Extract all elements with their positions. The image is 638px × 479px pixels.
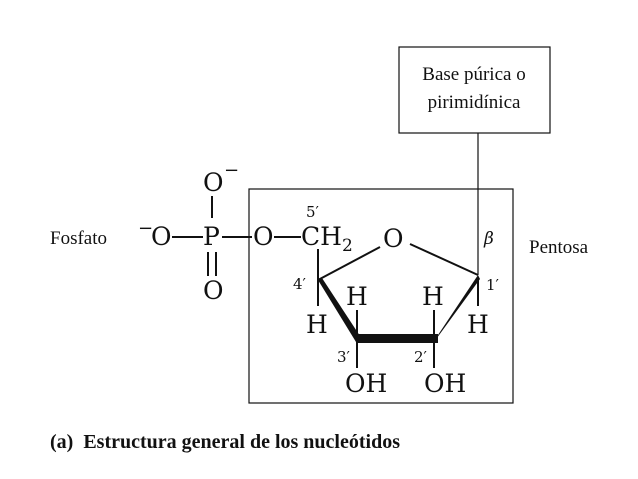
- atom-h-c2: H: [422, 282, 444, 311]
- atom-o-ring: O: [383, 224, 404, 253]
- position-2prime: 2′: [414, 348, 428, 366]
- atom-o-top: O: [203, 168, 224, 197]
- position-5prime: 5′: [306, 203, 320, 221]
- atom-o-bottom: O: [203, 276, 224, 305]
- atom-h-c1: H: [467, 310, 489, 339]
- atom-h-c3: H: [346, 282, 368, 311]
- position-3prime: 3′: [337, 348, 351, 366]
- charge-o-top: −: [224, 160, 239, 181]
- pentosa-label: Pentosa: [529, 237, 589, 258]
- atom-o-bridge: O: [253, 222, 274, 251]
- atom-p: P: [203, 222, 220, 251]
- atom-o-left: O: [151, 222, 172, 251]
- atom-oh-c3: OH: [345, 369, 387, 398]
- bond-c4-c3-wedge: [318, 278, 360, 342]
- atom-h-c4: H: [306, 310, 328, 339]
- atom-ch2: CH2: [301, 222, 353, 256]
- atom-oh-c2: OH: [424, 369, 466, 398]
- position-4prime: 4′: [293, 275, 307, 293]
- fosfato-label: Fosfato: [50, 228, 107, 249]
- bond-c2-c1-wedge: [434, 275, 480, 342]
- bond-o-ring-c1: [409, 243, 479, 276]
- bond-c3-c2-bold: [356, 334, 438, 343]
- figure-caption: (a) Estructura general de los nucleótido…: [50, 431, 400, 453]
- base-label-line2: pirimidínica: [428, 92, 521, 113]
- base-label-box: [398, 46, 551, 134]
- charge-o-left: −: [138, 218, 153, 239]
- beta-label: β: [483, 229, 494, 249]
- base-label-line1: Base púrica o: [422, 64, 525, 85]
- pentose-frame: [248, 188, 514, 404]
- position-1prime: 1′: [486, 276, 500, 294]
- bond-c4-o-ring: [317, 246, 381, 281]
